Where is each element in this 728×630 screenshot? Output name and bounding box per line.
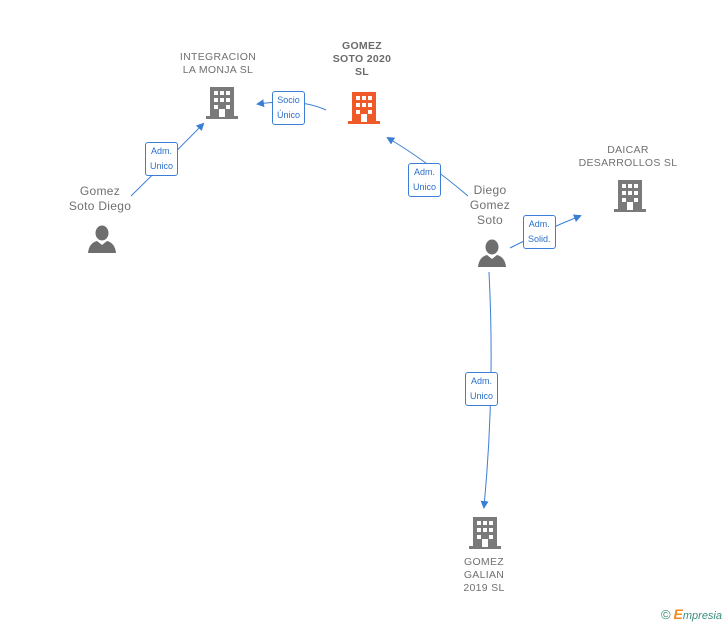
relation-line: Unico — [150, 161, 174, 171]
label-line: Soto — [477, 213, 503, 227]
relation-badge-adm-unico[interactable]: Adm. Unico — [465, 372, 499, 406]
person-label-gomez-soto-diego[interactable]: Gomez Soto Diego — [56, 184, 144, 214]
company-label-daicar-desarrollos[interactable]: DAICAR DESARROLLOS SL — [568, 144, 688, 170]
label-line: Gomez — [79, 184, 121, 198]
relation-badge-adm-unico[interactable]: Adm. Unico — [145, 142, 179, 176]
label-line: GOMEZ — [464, 556, 504, 568]
empresia-watermark[interactable]: ©Empresia — [661, 606, 722, 622]
relation-line: Unico — [413, 182, 437, 192]
brand-name: mpresia — [682, 610, 722, 622]
copyright-symbol: © — [660, 607, 671, 622]
relation-badge-adm-solid[interactable]: Adm. Solid. — [523, 215, 556, 249]
person-icon[interactable] — [477, 238, 507, 268]
label-line: INTEGRACION — [179, 51, 257, 63]
label-line: LA MONJA SL — [182, 64, 254, 76]
building-icon[interactable] — [614, 178, 646, 212]
building-icon[interactable] — [206, 85, 238, 119]
person-icon[interactable] — [87, 224, 117, 254]
relation-badge-adm-unico[interactable]: Adm. Unico — [408, 163, 442, 197]
label-line: Diego — [473, 183, 507, 197]
brand-initial: E — [673, 606, 683, 622]
label-line: DESARROLLOS SL — [578, 157, 678, 169]
relation-line: Adm. — [151, 146, 173, 156]
building-icon[interactable] — [469, 515, 501, 549]
relation-line: Adm. — [528, 219, 550, 229]
relation-line: Socio — [277, 95, 300, 105]
label-line: DAICAR — [607, 144, 649, 156]
company-label-gomez-soto-2020[interactable]: GOMEZ SOTO 2020 SL — [320, 40, 404, 79]
relation-line: Único — [277, 110, 301, 120]
relation-badge-socio-unico[interactable]: Socio Único — [272, 91, 306, 125]
label-line: SOTO 2020 — [332, 53, 392, 65]
relation-line: Solid. — [528, 234, 551, 244]
relation-line: Unico — [470, 391, 494, 401]
company-label-gomez-galian-2019[interactable]: GOMEZ GALIAN 2019 SL — [444, 556, 524, 595]
person-label-diego-gomez-soto[interactable]: Diego Gomez Soto — [460, 183, 520, 228]
relation-line: Adm. — [471, 376, 493, 386]
company-label-integracion-la-monja[interactable]: INTEGRACION LA MONJA SL — [168, 51, 268, 77]
relation-line: Adm. — [414, 167, 436, 177]
label-line: SL — [354, 66, 370, 78]
label-line: Gomez — [469, 198, 511, 212]
label-line: Soto Diego — [68, 199, 132, 213]
edges — [130, 99, 582, 509]
label-line: 2019 SL — [463, 582, 505, 594]
building-icon-focus[interactable] — [348, 90, 380, 124]
label-line: GOMEZ — [342, 40, 382, 52]
label-line: GALIAN — [463, 569, 505, 581]
